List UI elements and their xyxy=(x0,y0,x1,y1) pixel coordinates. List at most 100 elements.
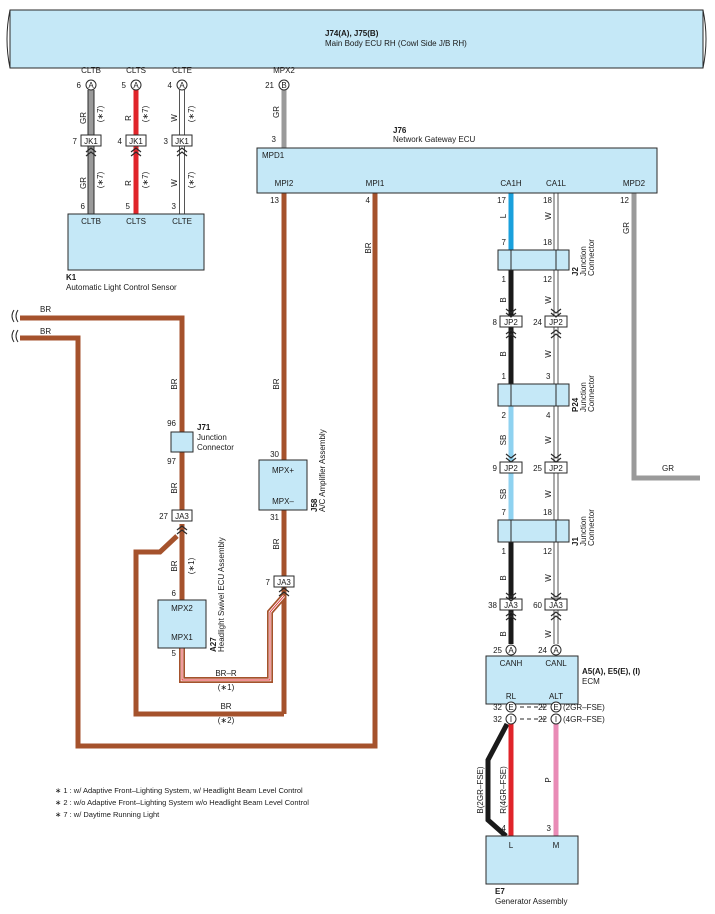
opt-2gr: (2GR–FSE) xyxy=(563,703,605,712)
wc-br-swivel: BR xyxy=(170,560,179,571)
conn-i-1-letter: I xyxy=(510,715,512,724)
pin-num-3d: 3 xyxy=(546,372,551,381)
p24-id: P24 xyxy=(571,397,580,412)
conn-a-1-letter: A xyxy=(88,81,94,90)
chevrons xyxy=(85,147,562,621)
ac-pin-mpx-minus: MPX– xyxy=(272,497,294,506)
ja3-label-2: JA3 xyxy=(277,578,291,587)
sensor-pin-cltb: CLTB xyxy=(81,217,101,226)
ecm-pin-canl: CANL xyxy=(545,659,567,668)
gateway-ecu-name: Network Gateway ECU xyxy=(393,135,475,144)
conn-e-1 xyxy=(505,701,517,713)
opt-7-2: (∗7) xyxy=(141,105,150,122)
j71-id: J71 xyxy=(197,423,211,432)
opt-7-6: (∗7) xyxy=(187,171,196,188)
swivel-id: A27 xyxy=(209,637,218,652)
gateway-pin-mpd2: MPD2 xyxy=(623,179,646,188)
conn-b-1 xyxy=(278,79,290,91)
pin-num-22: 22 xyxy=(538,703,547,712)
generator-name: Generator Assembly xyxy=(495,897,567,906)
pin-num-12c: 12 xyxy=(543,547,552,556)
j1-id: J1 xyxy=(571,537,580,546)
wc-l: L xyxy=(499,213,508,218)
pin-num-12b: 12 xyxy=(543,275,552,284)
jk1-box-2 xyxy=(125,134,147,147)
generator-id: E7 xyxy=(495,887,505,896)
wc-r-2: R xyxy=(124,180,133,186)
pin-num-5: 5 xyxy=(122,81,127,90)
jk1-box-3 xyxy=(171,134,193,147)
wire-br-mpi1 xyxy=(20,193,378,749)
wc-w-1: W xyxy=(170,114,179,122)
j2-id: J2 xyxy=(571,267,580,276)
wc-br-mpi1: BR xyxy=(364,242,373,253)
pin-label-clts: CLTS xyxy=(126,66,146,75)
pin-label-mpx2: MPX2 xyxy=(273,66,295,75)
conn-a-2 xyxy=(130,79,142,91)
pin-num-12: 12 xyxy=(620,196,629,205)
generator-box xyxy=(485,835,579,885)
ac-pin-mpx-plus: MPX+ xyxy=(272,466,294,475)
light-sensor-box xyxy=(67,213,205,271)
wc-gr-2: GR xyxy=(79,177,88,189)
wc-gr-mpx2: GR xyxy=(272,106,281,118)
conn-e-1-letter: E xyxy=(508,703,513,712)
jk1-label-1: JK1 xyxy=(84,137,98,146)
wc-br-top-1: BR xyxy=(40,305,51,314)
pin-num-9: 9 xyxy=(493,464,498,473)
ecm-name: ECM xyxy=(582,677,600,686)
opt-7-1: (∗7) xyxy=(96,105,105,122)
main-body-ecu-break-left xyxy=(6,9,11,69)
wc-b-1: B xyxy=(499,297,508,302)
pin-num-38: 38 xyxy=(488,601,497,610)
pin-num-25b: 25 xyxy=(493,646,502,655)
pin-num-24b: 24 xyxy=(538,646,547,655)
pin-num-21: 21 xyxy=(265,81,274,90)
conn-a-4 xyxy=(505,644,517,656)
sensor-pin-clte: CLTE xyxy=(172,217,192,226)
gateway-pin-mpi1: MPI1 xyxy=(366,179,385,188)
pin-num-97: 97 xyxy=(167,457,176,466)
jp2-label-3: JP2 xyxy=(504,464,518,473)
wc-br-ac: BR xyxy=(272,538,281,549)
wc-b-4: B xyxy=(499,631,508,636)
gateway-pin-mpd1: MPD1 xyxy=(262,151,285,160)
swivel-ecu-box xyxy=(157,599,207,649)
wc-w-ca1l: W xyxy=(544,212,553,220)
wc-gr-1: GR xyxy=(79,112,88,124)
pin-num-4b: 4 xyxy=(118,137,123,146)
gen-pin-m: M xyxy=(553,841,560,850)
ja3-label-4: JA3 xyxy=(549,601,563,610)
main-body-ecu-id: J74(A), J75(B) xyxy=(325,29,379,38)
conn-b-1-letter: B xyxy=(281,81,286,90)
conn-a-3 xyxy=(176,79,188,91)
wc-b-3: B xyxy=(499,575,508,580)
opt-7-5: (∗7) xyxy=(141,171,150,188)
pin-num-7: 7 xyxy=(73,137,78,146)
wc-br-j71-down: BR xyxy=(170,482,179,493)
ja3-box-1 xyxy=(171,509,193,522)
pin-label-cltb: CLTB xyxy=(81,66,101,75)
pin-num-31: 31 xyxy=(270,513,279,522)
pin-num-7b: 7 xyxy=(502,238,507,247)
conn-e-2-letter: E xyxy=(553,703,558,712)
jp2-label-4: JP2 xyxy=(549,464,563,473)
pin-num-6c: 6 xyxy=(172,589,177,598)
wc-br-top-2: BR xyxy=(40,327,51,336)
wire-br-upper xyxy=(20,315,185,432)
junction-separators xyxy=(510,250,557,542)
wc-b2gr: B(2GR–FSE) xyxy=(476,766,485,813)
pin-num-7c: 7 xyxy=(502,508,507,517)
ac-amp-id: J58 xyxy=(310,498,319,512)
wc-w-2: W xyxy=(170,179,179,187)
conn-e-2 xyxy=(550,701,562,713)
pin-num-3: 3 xyxy=(164,137,169,146)
light-sensor-id: K1 xyxy=(66,273,77,282)
gateway-pin-ca1l: CA1L xyxy=(546,179,567,188)
conn-i-2-letter: I xyxy=(555,715,557,724)
pin-num-7d: 7 xyxy=(266,578,271,587)
j2-name2: Connector xyxy=(587,239,596,276)
j1-name1: Junction xyxy=(579,516,588,546)
sensor-pin-clts: CLTS xyxy=(126,217,146,226)
pin-num-3e: 3 xyxy=(547,824,552,833)
